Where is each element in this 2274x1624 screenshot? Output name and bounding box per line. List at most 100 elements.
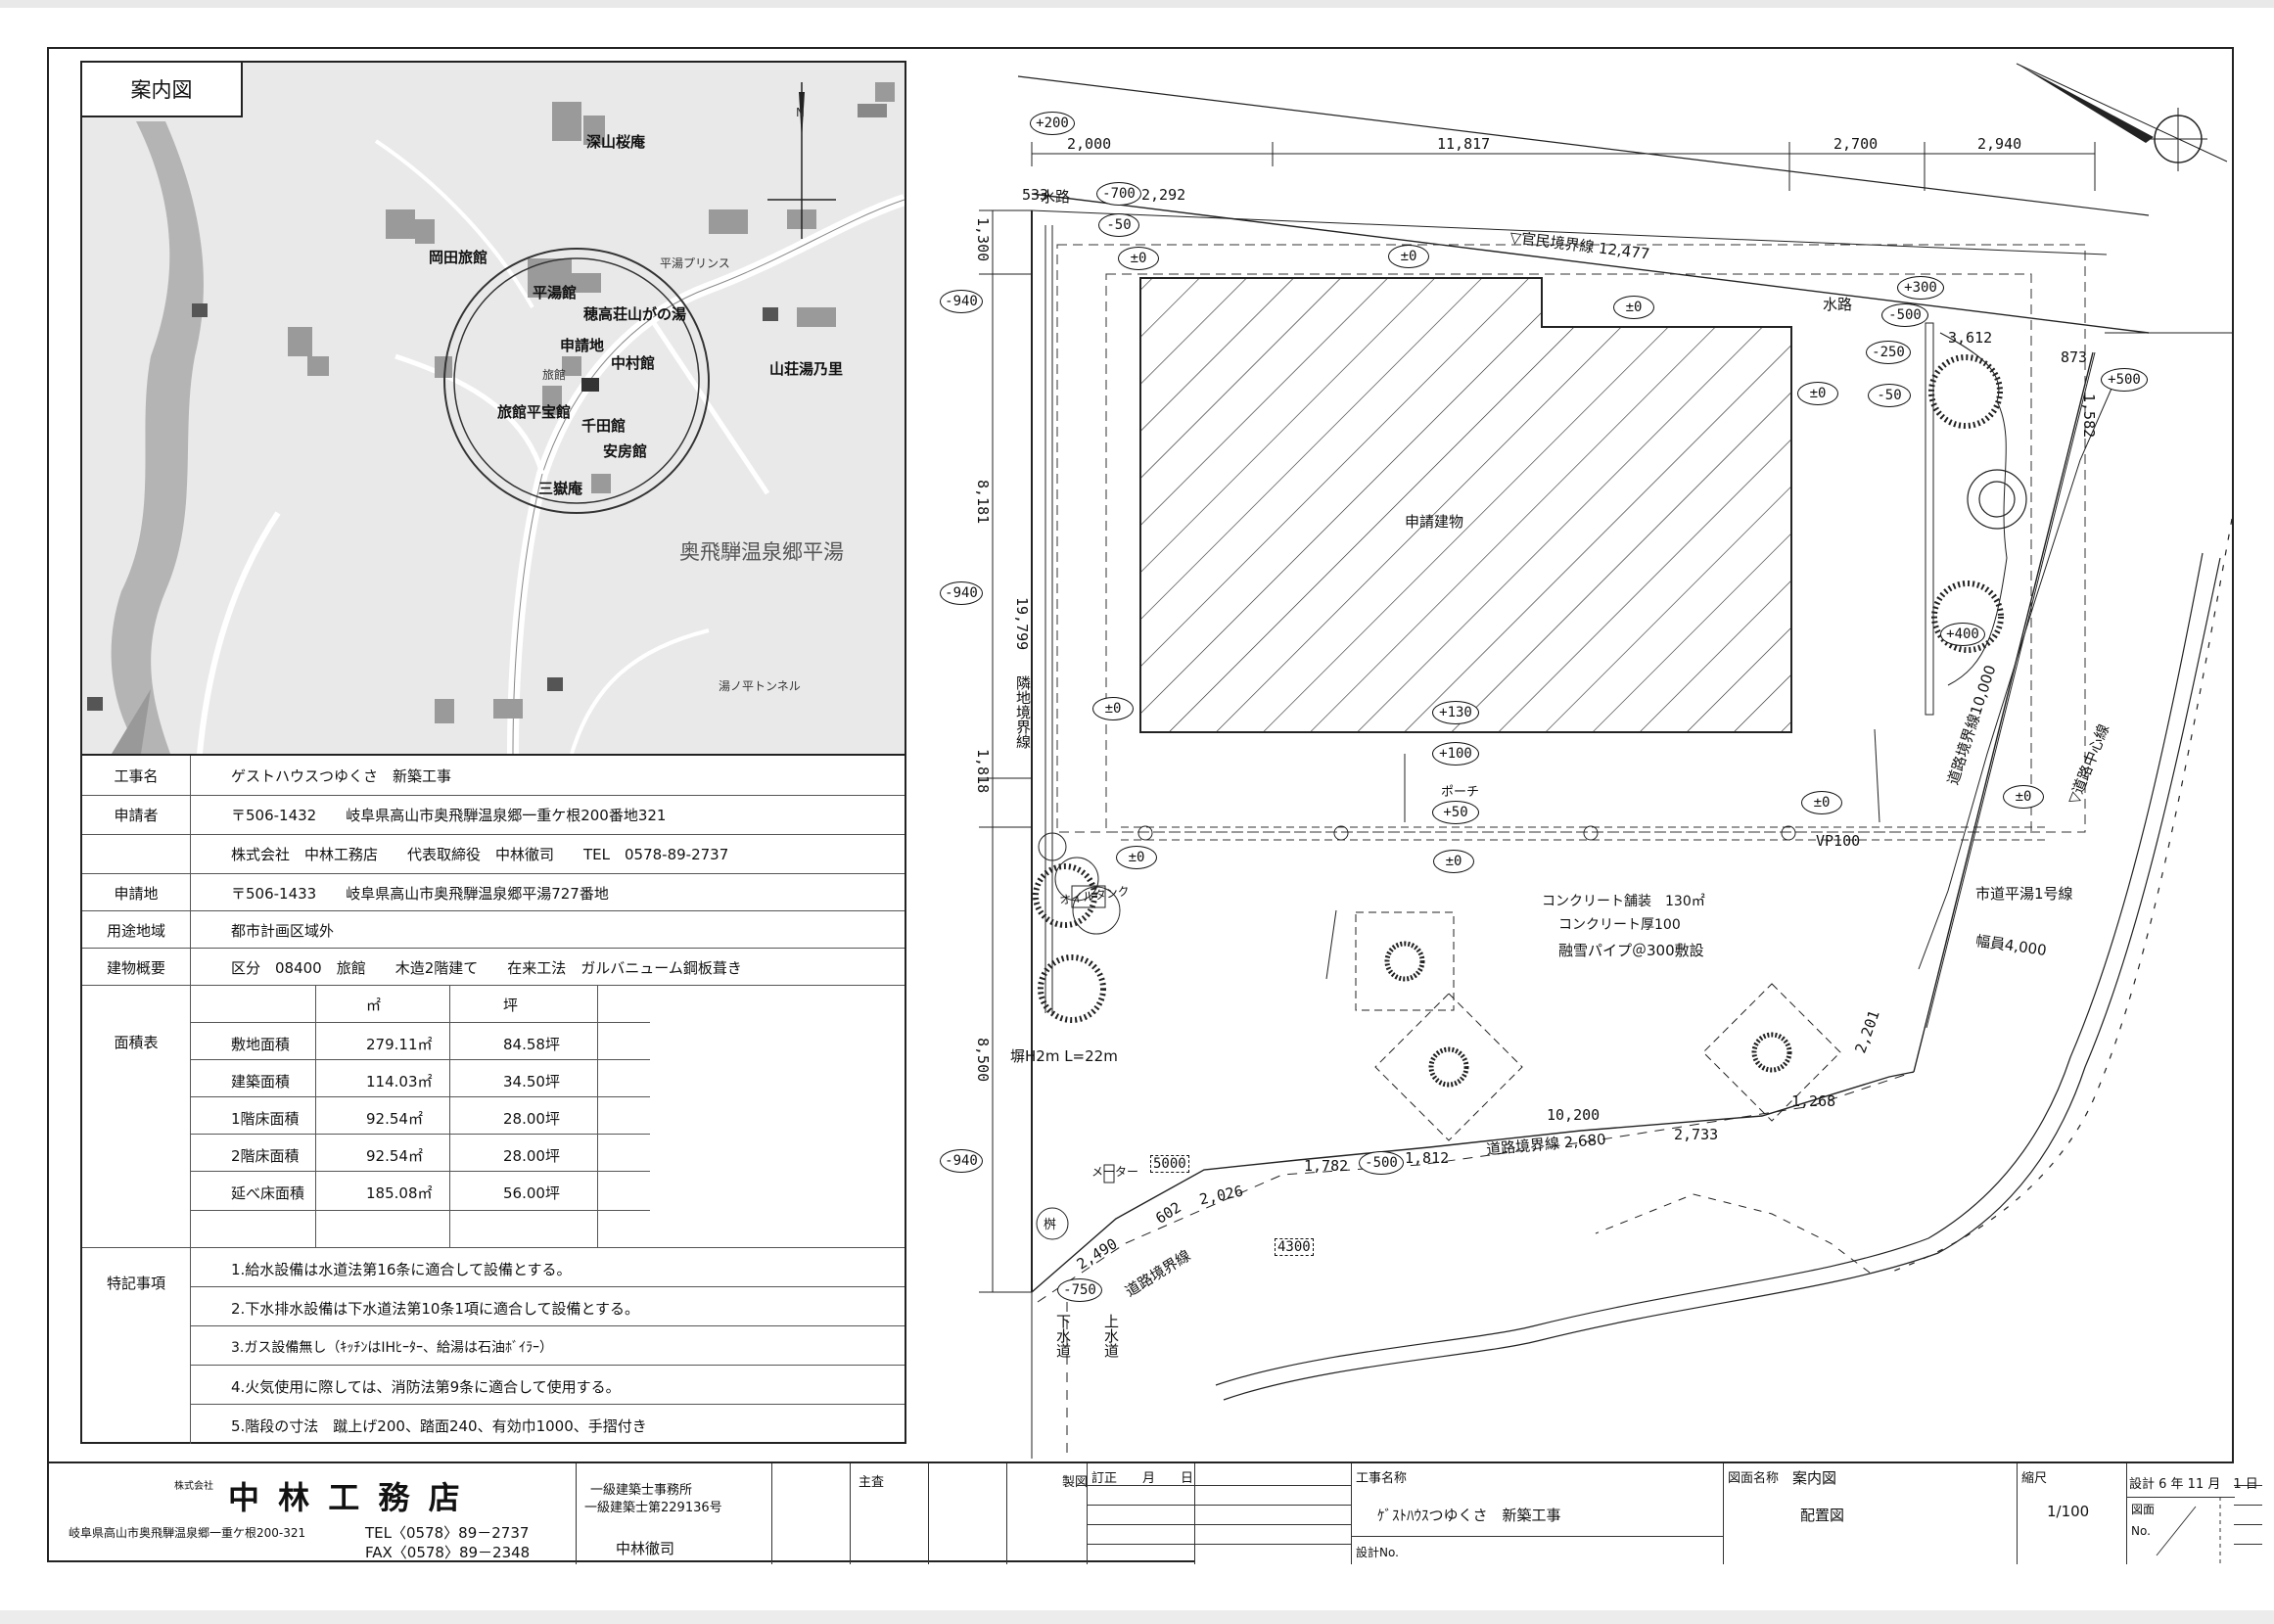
area-m2-4: 185.08㎡ xyxy=(366,1184,433,1202)
level-26: ±0 xyxy=(2003,785,2044,809)
applicant-line1: 〒506-1432 岐阜県高山市奥飛騨温泉郷一重ケ根200番地321 xyxy=(231,807,667,824)
date-cell: 設計 6 年 11 月 1 日 図面 No. xyxy=(2126,1463,2258,1565)
area-row-1: 建築面積 114.03㎡ 34.50坪 xyxy=(190,1059,650,1097)
note-3: 4.火気使用に際しては、消防法第9条に適合して使用する。 xyxy=(231,1378,621,1396)
map-title: 案内図 xyxy=(82,63,243,117)
area-m2-1: 114.03㎡ xyxy=(366,1073,433,1090)
location-map: 案内図 xyxy=(80,61,906,756)
note-1: 2.下水排水設備は下水道法第10条1項に適合して設備とする。 xyxy=(231,1300,640,1318)
row-building: 建物概要 区分 08400 旅館 木造2階建て 在来工法 ガルバニューム鋼板葺き xyxy=(82,948,905,986)
notes-label: 特記事項 xyxy=(106,1275,165,1292)
label-water-top: 水路 xyxy=(1041,188,1071,206)
bottom-band xyxy=(0,1610,2274,1624)
scale-value: 1/100 xyxy=(2047,1503,2090,1520)
company-address: 岐阜県高山市奥飛騨温泉郷一重ケ根200-321 xyxy=(69,1526,306,1540)
label-neighbor: 隣地境界線 xyxy=(1014,675,1032,749)
architect-name: 中林徹司 xyxy=(616,1540,675,1557)
site-plan-graphics xyxy=(979,63,2232,1459)
dim-left-3: 8,500 xyxy=(974,1038,992,1083)
applicant-label: 申請者 xyxy=(114,807,159,824)
no-label: No. xyxy=(2131,1524,2151,1538)
map-label-1: 岡田旅館 xyxy=(429,249,488,266)
level-7: ±0 xyxy=(1613,296,1654,319)
level-9: +300 xyxy=(1897,276,1944,300)
level-8: -940 xyxy=(940,290,983,313)
map-graphics xyxy=(82,63,905,754)
level-32: -750 xyxy=(1057,1278,1102,1302)
revision-cell-2 xyxy=(1194,1463,1352,1564)
level-3: 2,292 xyxy=(1141,186,1186,204)
label-masu: 桝 xyxy=(1044,1218,1057,1232)
area-name-4: 延べ床面積 xyxy=(231,1184,305,1202)
row-blank xyxy=(82,1210,905,1248)
note-row-0: 1.給水設備は水道法第16条に適合して設備とする。 xyxy=(190,1247,905,1287)
map-label-7: 旅館 xyxy=(542,368,567,382)
dim-top-0: 2,000 xyxy=(1067,135,1112,153)
area-m2-2: 92.54㎡ xyxy=(366,1110,423,1128)
chief-label: 主査 xyxy=(859,1475,885,1490)
level-38: 1,268 xyxy=(1791,1092,1836,1110)
drawing-name-label: 図面名称 xyxy=(1728,1471,1780,1486)
row-applicant-1: 申請者 〒506-1432 岐阜県高山市奥飛騨温泉郷一重ケ根200番地321 xyxy=(82,795,905,835)
dim-left-total: 19,799 xyxy=(1013,597,1031,651)
drawing-name-2: 配置図 xyxy=(1800,1507,1845,1524)
license-2: 一級建築士第229136号 xyxy=(584,1501,722,1515)
level-10: -500 xyxy=(1881,303,1928,327)
label-box2: 4300 xyxy=(1275,1238,1314,1256)
label-sewer: 下水道 xyxy=(1054,1314,1072,1358)
project-label: 工事名 xyxy=(114,767,159,785)
note-row-2: 3.ガス設備無し（ｷｯﾁﾝはIHﾋｰﾀｰ、給湯は石油ﾎﾞｲﾗｰ） xyxy=(190,1325,905,1366)
dim-left-0: 1,300 xyxy=(974,217,992,262)
map-label-8: 山荘湯乃里 xyxy=(769,360,844,378)
label-porch: ポーチ xyxy=(1441,785,1480,800)
area-tsubo-0: 84.58坪 xyxy=(503,1036,560,1053)
level-23: +50 xyxy=(1432,801,1479,824)
title-block: 株式会社 中 林 工 務 店 岐阜県高山市奥飛騨温泉郷一重ケ根200-321 T… xyxy=(47,1462,2262,1565)
level-20: ±0 xyxy=(1092,697,1134,720)
area-header: ㎡ 坪 xyxy=(190,985,650,1023)
area-row-0: 敷地面積 279.11㎡ 84.58坪 xyxy=(190,1022,650,1060)
dim-top-1: 11,817 xyxy=(1437,135,1491,153)
area-m2-3: 92.54㎡ xyxy=(366,1147,423,1165)
label-building: 申請建物 xyxy=(1405,513,1464,531)
sheet-slash xyxy=(2156,1497,2221,1565)
blank-cell xyxy=(771,1463,850,1564)
label-wall: 塀H2m L=22m xyxy=(1010,1047,1118,1065)
level-30: 1,782 xyxy=(1304,1157,1349,1175)
label-concrete2: コンクリート厚100 xyxy=(1558,917,1681,933)
company-fax: FAX〈0578〉89－2348 xyxy=(365,1544,531,1561)
level-29: -500 xyxy=(1359,1151,1404,1175)
area-name-3: 2階床面積 xyxy=(231,1147,300,1165)
map-label-10: 千田館 xyxy=(581,417,627,435)
note-row-4: 5.階段の寸法 蹴上げ200、踏面240、有効巾1000、手摺付き xyxy=(190,1404,905,1443)
license-cell: 一級建築士事務所 一級建築士第229136号 中林徹司 xyxy=(576,1463,771,1564)
level-31: 1,812 xyxy=(1405,1149,1450,1167)
level-2: -700 xyxy=(1096,182,1141,206)
area-name-2: 1階床面積 xyxy=(231,1110,300,1128)
level-21: +130 xyxy=(1432,701,1479,724)
site-label: 申請地 xyxy=(114,885,159,903)
level-0: +200 xyxy=(1030,112,1075,135)
label-concrete1: コンクリート舗装 130㎡ xyxy=(1542,894,1705,909)
building-label: 建物概要 xyxy=(106,959,165,977)
level-16: ±0 xyxy=(1797,382,1838,405)
project-name-cell: 工事名称 ｹﾞｽﾄﾊｳｽつゆくさ 新築工事 設計No. xyxy=(1351,1463,1724,1564)
map-label-14: 湯ノ平トンネル xyxy=(719,679,801,693)
project-value: ゲストハウスつゆくさ 新築工事 xyxy=(231,767,452,785)
area-name-0: 敷地面積 xyxy=(231,1036,291,1053)
label-meter: メーター xyxy=(1091,1165,1139,1179)
area-label: 面積表 xyxy=(114,1034,159,1051)
chief-sign-cell xyxy=(928,1463,1006,1564)
unit-tsubo: 坪 xyxy=(503,997,519,1014)
drawing-name-cell: 図面名称 案内図 配置図 xyxy=(1723,1463,2017,1564)
level-11: -250 xyxy=(1866,341,1911,364)
note-2: 3.ガス設備無し（ｷｯﾁﾝはIHﾋｰﾀｰ、給湯は石油ﾎﾞｲﾗｰ） xyxy=(231,1340,554,1356)
design-date: 設計 6 年 11 月 1 日 xyxy=(2129,1477,2258,1492)
level-6: ±0 xyxy=(1388,245,1429,268)
dim-top-3: 2,940 xyxy=(1977,135,2022,153)
revision-cell: 訂正 月 日 xyxy=(1087,1463,2262,1564)
project-name: ｹﾞｽﾄﾊｳｽつゆくさ 新築工事 xyxy=(1377,1507,1561,1524)
label-snow: 融雪パイプ＠300敷設 xyxy=(1558,942,1704,959)
revision-label: 訂正 月 日 xyxy=(1091,1471,1194,1486)
area-row-3: 2階床面積 92.54㎡ 28.00坪 xyxy=(190,1134,650,1172)
